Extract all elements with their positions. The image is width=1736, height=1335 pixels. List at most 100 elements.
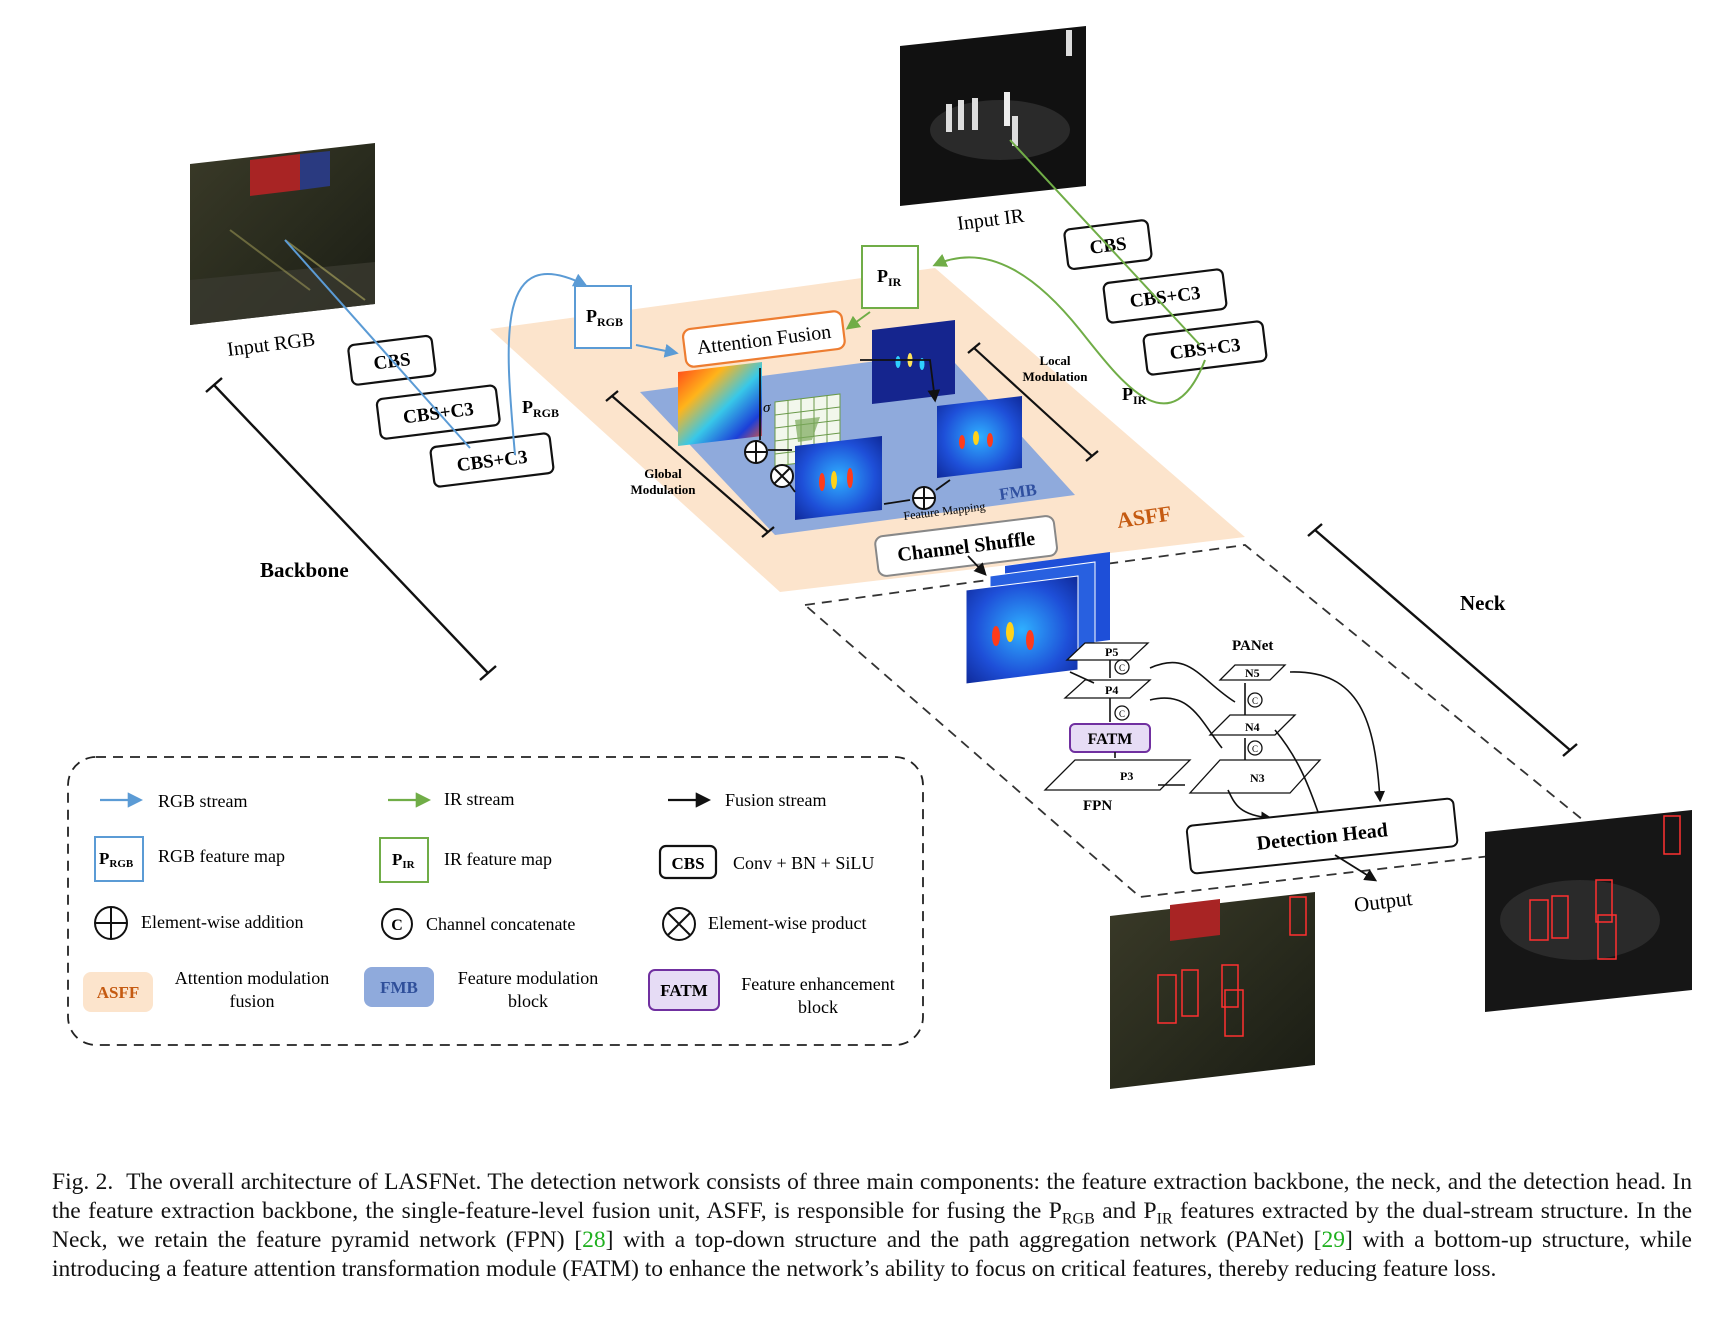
detection-head-box: Detection Head	[1185, 797, 1459, 875]
svg-text:P5: P5	[1105, 645, 1118, 659]
svg-text:P3: P3	[1120, 769, 1133, 783]
input-ir-image	[900, 26, 1086, 206]
local-modulation-bracket	[973, 347, 1093, 457]
fpn-p3: P3	[1043, 759, 1192, 791]
fusion-stream-legend-label: Fusion stream	[725, 790, 827, 810]
svg-text:CBS: CBS	[671, 854, 704, 873]
caption-fig-number: Fig. 2.	[52, 1169, 114, 1195]
fatm-legend-icon: FATM	[648, 969, 720, 1011]
svg-text:FMB: FMB	[380, 978, 418, 997]
svg-text:C: C	[1119, 663, 1125, 673]
backbone-bracket	[213, 384, 489, 674]
svg-text:C: C	[1119, 709, 1125, 719]
concat-op-pan-2: C	[1247, 740, 1263, 756]
svg-text:ASFF: ASFF	[97, 983, 140, 1002]
fpn-p4: P4	[1063, 679, 1152, 699]
ir-local-heatmap	[872, 320, 955, 404]
rgb-attention-heatmap	[678, 362, 762, 446]
rgb-stream-line	[284, 239, 471, 449]
fpn-label: FPN	[1083, 798, 1112, 814]
concat-legend-icon: C	[381, 908, 413, 940]
ir-cbs-c3-block-1: CBS+C3	[1102, 268, 1228, 324]
cbs-legend-icon: CBS	[658, 844, 718, 880]
svg-text:N5: N5	[1245, 666, 1260, 680]
element-product-legend-icon	[662, 907, 696, 941]
rgb-feature-map-legend-label: RGB feature map	[158, 846, 285, 866]
p-ir-stream-label: PIR	[1122, 384, 1147, 407]
attention-fusion-box: Attention Fusion	[681, 310, 846, 368]
output-rgb-image	[1110, 892, 1315, 1089]
svg-text:PRGB: PRGB	[586, 306, 623, 329]
neck-bracket	[1314, 529, 1571, 751]
concat-op-fpn-2: C	[1114, 705, 1130, 721]
svg-text:C: C	[1252, 744, 1258, 754]
ir-cbs-c3-block-2: CBS+C3	[1142, 320, 1268, 376]
figure-caption: Fig. 2. The overall architecture of LASF…	[52, 1169, 1693, 1282]
sigma-label: σ	[763, 400, 771, 416]
fmb-legend-icon: FMB	[364, 967, 434, 1007]
fpn-p5: P5	[1065, 642, 1150, 661]
panet-n4: N4	[1208, 714, 1297, 736]
element-product-op	[770, 464, 794, 488]
neck-label: Neck	[1460, 591, 1506, 615]
ir-stream-curve	[932, 253, 1206, 405]
svg-text:N4: N4	[1245, 720, 1260, 734]
svg-text:FATM: FATM	[1088, 731, 1133, 748]
cbs-legend-label: Conv + BN + SiLU	[733, 853, 874, 873]
channel-shuffle-box: Channel Shuffle	[874, 515, 1058, 577]
local-heatmap	[937, 396, 1022, 478]
rgb-cbs-c3-block-2: CBS+C3	[429, 432, 555, 488]
ir-feature-map-legend-icon: PIR	[379, 837, 429, 883]
panet-n5: N5	[1218, 664, 1287, 681]
output-ir-image	[1485, 810, 1692, 1012]
output-arrow	[1334, 854, 1378, 882]
citation-link-29[interactable]: 29	[1321, 1227, 1346, 1253]
global-heatmap	[795, 436, 882, 520]
concat-op-fpn-1: C	[1114, 659, 1130, 675]
rgb-feature-map-legend-icon: PRGB	[94, 836, 144, 882]
element-add-legend-label: Element-wise addition	[141, 912, 303, 932]
svg-text:N3: N3	[1250, 771, 1265, 785]
panet-n3: N3	[1188, 759, 1322, 794]
p-ir-feature-box: PIR	[861, 245, 919, 309]
ir-feature-map-legend-label: IR feature map	[444, 849, 552, 869]
concat-op-pan-1: C	[1247, 692, 1263, 708]
fmb-arrows	[759, 359, 951, 505]
svg-text:C: C	[391, 917, 403, 934]
backbone-label: Backbone	[260, 558, 349, 582]
svg-text:C: C	[1252, 696, 1258, 706]
element-product-legend-label: Element-wise product	[708, 913, 866, 933]
panet-label: PANet	[1232, 638, 1273, 654]
p-ir-to-fusion-arrow	[845, 311, 871, 330]
head-arrows	[1274, 671, 1380, 813]
input-rgb-label: Input RGB	[226, 328, 316, 361]
stacked-feature-maps	[965, 552, 1110, 685]
svg-text:PRGB: PRGB	[99, 849, 134, 870]
p-rgb-feature-box: PRGB	[574, 285, 632, 349]
p-rgb-to-fusion-arrow	[635, 343, 679, 358]
global-modulation-bracket	[611, 395, 769, 533]
shuffle-arrow	[967, 555, 987, 576]
citation-link-28[interactable]: 28	[582, 1227, 606, 1253]
svg-text:PIR: PIR	[877, 266, 902, 289]
fatm-block: FATM	[1069, 723, 1151, 753]
element-add-op-1	[744, 440, 768, 464]
input-rgb-image	[190, 143, 375, 325]
element-add-op-2	[912, 486, 936, 510]
output-label: Output	[1353, 886, 1414, 917]
legend-box	[67, 756, 924, 1046]
svg-text:PIR: PIR	[392, 850, 416, 871]
asff-legend-icon: ASFF	[83, 972, 153, 1012]
rgb-stream-legend-label: RGB stream	[158, 791, 248, 811]
svg-text:P4: P4	[1105, 683, 1118, 697]
neck-arrows	[1069, 660, 1270, 818]
concat-legend-label: Channel concatenate	[426, 914, 575, 934]
element-add-legend-icon	[94, 906, 128, 940]
ir-stream-line	[1009, 139, 1201, 346]
svg-text:FATM: FATM	[660, 981, 708, 1000]
